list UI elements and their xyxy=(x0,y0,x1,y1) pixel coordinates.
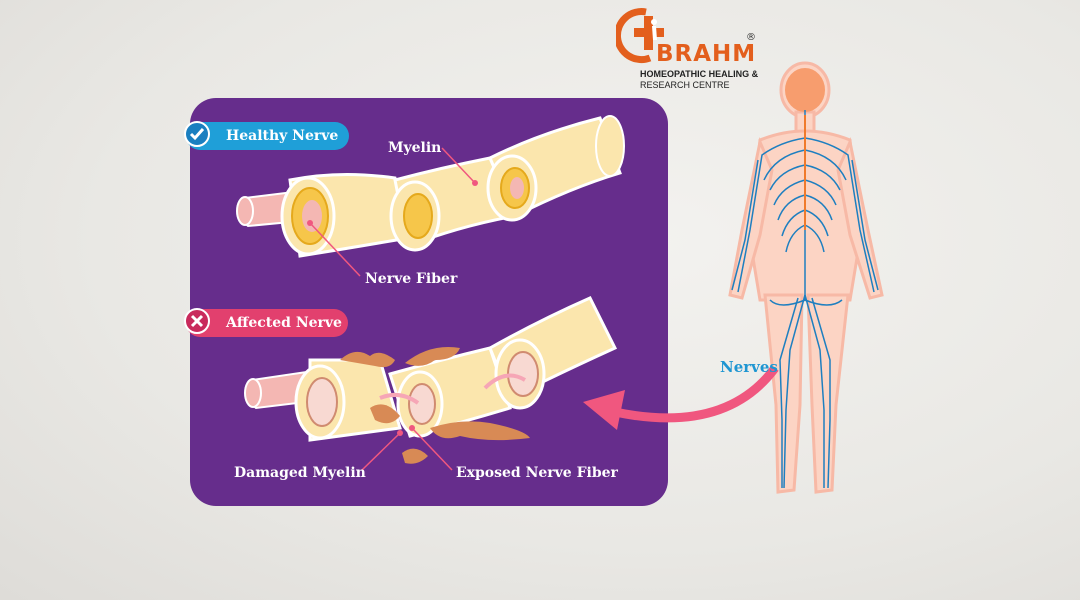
affected-nerve-label: Affected Nerve xyxy=(226,315,342,331)
brand-subtitle-line1: HOMEOPATHIC HEALING & xyxy=(640,69,758,79)
nerve-fiber-label: Nerve Fiber xyxy=(365,271,458,287)
healthy-nerve-label: Healthy Nerve xyxy=(226,128,339,144)
exposed-nerve-fiber-label: Exposed Nerve Fiber xyxy=(456,465,618,481)
human-nervous-system-figure xyxy=(728,61,884,494)
myelin-label: Myelin xyxy=(388,140,442,156)
brand-subtitle-line1-text: HOMEOPATHIC HEALING & xyxy=(640,69,759,79)
pointer-arrow xyxy=(583,365,779,430)
nerves-label: Nerves xyxy=(720,358,778,376)
damaged-myelin-label: Damaged Myelin xyxy=(234,465,366,481)
affected-nerve-illustration xyxy=(244,296,618,464)
healthy-nerve-illustration xyxy=(236,115,625,258)
check-icon xyxy=(184,121,210,147)
affected-nerve-badge: Affected Nerve xyxy=(184,308,348,337)
brahm-logo-mark xyxy=(616,8,664,64)
registered-mark: ® xyxy=(746,32,756,43)
healthy-nerve-badge: Healthy Nerve xyxy=(184,121,349,150)
brand-subtitle-line2: RESEARCH CENTRE xyxy=(640,80,730,90)
brand-name: BRAHM xyxy=(656,41,757,67)
nerve-illustrations xyxy=(236,115,625,471)
cross-icon xyxy=(184,308,210,334)
